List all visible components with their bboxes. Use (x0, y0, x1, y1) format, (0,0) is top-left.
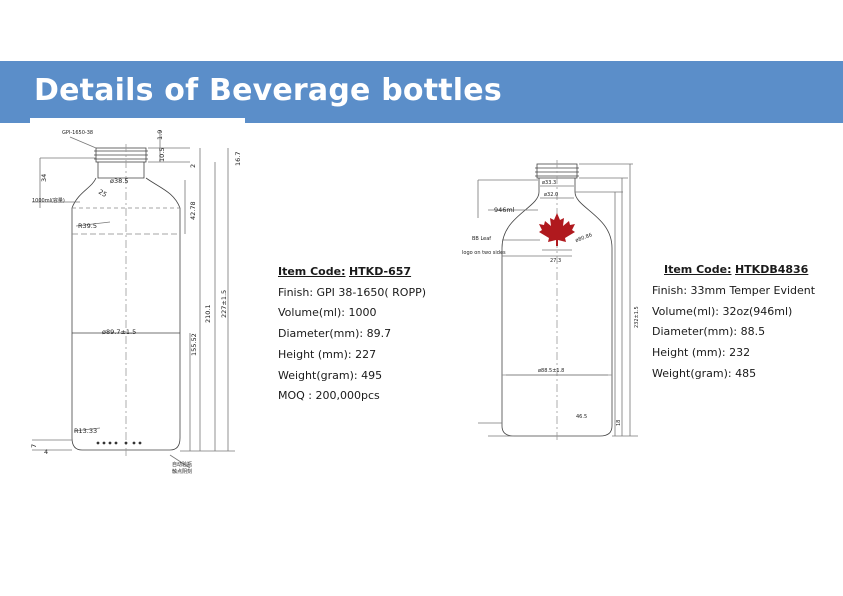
drawing1-dim-10-5: 10.5 (158, 148, 166, 162)
drawing1-dim-16-7: 16.7 (234, 152, 242, 166)
spec2-finish: Finish: 33mm Temper Evident (652, 284, 816, 297)
drawing2-dim-27: 27.3 (550, 258, 561, 264)
drawing2-dim-232: 232±1.5 (634, 306, 640, 328)
drawing1-dim-7: 7 (30, 444, 38, 448)
spec-finish: Finish: GPI 38-1650( ROPP) (278, 285, 427, 299)
drawing2-dim-88: ø88.5±1.8 (538, 368, 564, 374)
drawing2-logo-note: logo on two sides (462, 250, 506, 256)
drawing1-dim-227: 227±1.5 (220, 290, 228, 318)
spec-height: Height (mm): 227 (278, 347, 377, 361)
item-code-line: Item Code: HTKD-657 (278, 262, 426, 283)
spec-diameter: Diameter(mm): 89.7 (278, 327, 392, 341)
drawing2-dim-18: 18 (616, 420, 622, 426)
maple-leaf-icon (539, 213, 575, 246)
spec2-volume: Volume(ml): 32oz(946ml) (652, 304, 793, 318)
drawing1-note-1: 自动验瓶 (172, 461, 192, 468)
header-banner: Details of Beverage bottles (0, 61, 843, 123)
drawing1-dim-r39-5: R39.5 (78, 222, 97, 230)
spec2-weight: Weight(gram): 485 (652, 366, 757, 380)
item-code-line-2: Item Code: HTKDB4836 (664, 260, 808, 281)
bottle-drawing-htkd-657: GPI-1650-38 1000ml(容量) 1.9 16.7 10.5 2 3… (30, 118, 245, 483)
drawing1-dim-155-52: 155.52 (190, 333, 198, 356)
spec-weight: Weight(gram): 495 (278, 368, 383, 382)
page-title: Details of Beverage bottles (34, 73, 502, 108)
spec-block-htkdb4836: Item Code: HTKDB4836 (664, 260, 808, 281)
drawing1-dim-25: 25 (97, 188, 108, 199)
drawing1-dim-42-78: 42.78 (189, 201, 197, 220)
spec-block-htkd-657: Item Code: HTKD-657 Finish: GPI 38-1650(… (278, 262, 426, 407)
drawing1-dim-4: 4 (44, 448, 48, 456)
drawing1-dim-r13-33: R13.33 (74, 427, 97, 435)
spec-list-htkdb4836: Finish: 33mm Temper Evident Volume(ml): … (652, 281, 843, 385)
item-code-label: Item Code: (278, 265, 346, 278)
drawing2-logo-small: BB Leaf (472, 236, 491, 242)
drawing1-dim-34: 34 (40, 174, 48, 182)
spec-moq: MOQ : 200,000pcs (278, 389, 380, 403)
drawing1-dim-89-7: ø89.7±1.5 (102, 328, 136, 336)
drawing1-dim-2: 2 (189, 164, 197, 168)
drawing1-dim-210-1: 210.1 (204, 304, 212, 323)
drawing2-dim-32: ø32.0 (544, 192, 558, 198)
drawing2-dim-80: ø80.86 (575, 232, 593, 244)
drawing1-finish-label: GPI-1650-38 (62, 130, 93, 136)
drawing1-dim-1-9: 1.9 (156, 130, 164, 140)
spec-volume: Volume(ml): 1000 (278, 306, 377, 320)
drawing1-dim-38-5: ø38.5 (110, 177, 128, 185)
drawing2-dim-33: ø33.3 (542, 180, 556, 186)
bottle-drawing-htkdb4836: 946ml BB Leaf logo on two sides ø33.3 ø3… (458, 158, 663, 453)
drawing2-dim-465: 46.5 (576, 414, 587, 420)
spec2-diameter: Diameter(mm): 88.5 (652, 325, 766, 339)
item-code-label-2: Item Code: (664, 263, 732, 276)
item-code-value-2: HTKDB4836 (734, 263, 809, 276)
item-code-value: HTKD-657 (348, 265, 412, 278)
drawing1-note-2: 触点阴刻 (172, 468, 192, 475)
drawing1-volume-label: 1000ml(容量) (32, 197, 65, 204)
spec2-height: Height (mm): 232 (652, 346, 751, 360)
drawing2-volume-label: 946ml (494, 206, 515, 214)
